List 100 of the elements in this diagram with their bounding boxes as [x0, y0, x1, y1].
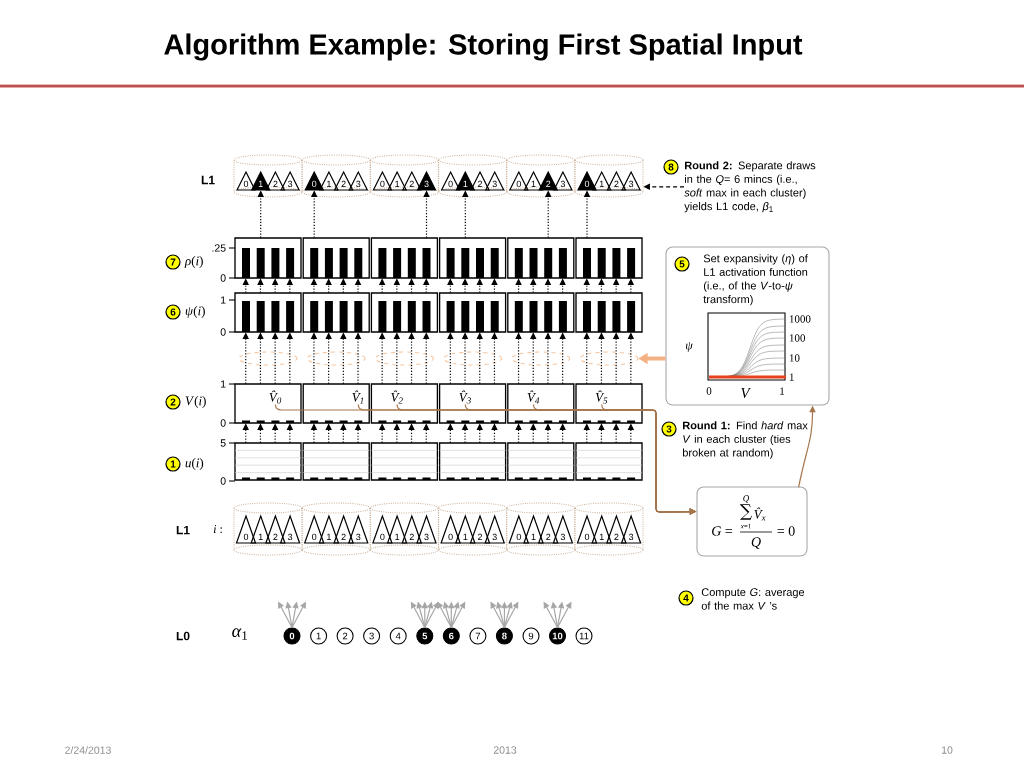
tick-label: 0 — [220, 419, 226, 427]
row-label: V(i) — [185, 396, 206, 408]
axis-label: V — [741, 388, 752, 399]
dashed-ellipse — [374, 351, 434, 366]
tick-label: 0 — [706, 387, 712, 395]
cylinder — [574, 154, 644, 198]
cylinder — [506, 502, 576, 556]
math-label: V̂$_{2}$ — [391, 390, 403, 404]
triangle: 0 — [577, 170, 597, 191]
cylinder — [506, 154, 576, 198]
bar-chart-panel — [302, 292, 370, 333]
math-label: V̂$_{4}$ — [527, 390, 540, 404]
callout-number: 2 — [165, 394, 181, 410]
math-label: V̂$_{3}$ — [459, 390, 471, 404]
curve-label: 100 — [789, 334, 805, 342]
tick-label: 0 — [220, 274, 226, 282]
triangle: 2 — [470, 170, 490, 191]
callout-text: Round 1: Find hard max V in each cluster (ties broken at random) — [683, 421, 808, 459]
bar-chart-panel — [234, 442, 302, 481]
callout-number: 5 — [674, 256, 690, 272]
bar-chart-panel — [438, 237, 507, 279]
bar-chart-panel — [370, 292, 439, 333]
bar-chart-panel — [507, 292, 575, 333]
bar-chart-panel — [575, 292, 643, 333]
triangle: 2 — [469, 514, 491, 544]
layer-label: L1 — [201, 175, 215, 185]
tick-label: 0 — [220, 328, 226, 336]
bar-chart-panel — [438, 383, 507, 424]
triangle: 0 — [440, 514, 461, 544]
curve-label: 10 — [789, 354, 800, 362]
tick-label: 1 — [221, 380, 226, 388]
triangle: 0 — [372, 514, 393, 544]
bar-chart-panel — [302, 237, 370, 279]
row-label: ρ(i) — [184, 256, 203, 268]
layer-label: L1 — [176, 525, 190, 535]
triangle: 3 — [416, 514, 437, 544]
dashed-ellipse — [579, 351, 639, 366]
bar-chart-panel — [234, 383, 302, 424]
cylinder — [369, 502, 439, 556]
callout-number: 6 — [165, 304, 181, 320]
math-label: V̂$_{5}$ — [595, 390, 608, 404]
footer-text: 2/24/2013 — [65, 746, 111, 754]
bar-chart-panel — [507, 383, 575, 424]
bar-chart-panel — [438, 292, 507, 333]
triangle: 3 — [416, 170, 437, 191]
tick-label: 0 — [220, 477, 226, 485]
cylinder — [369, 154, 439, 198]
callout-number: 7 — [165, 254, 181, 270]
layer-label: L0 — [176, 631, 190, 641]
cylinder — [301, 154, 371, 198]
curve-label: 1 — [789, 373, 794, 381]
bar-chart-panel — [575, 442, 643, 481]
tick-label: 5 — [220, 439, 226, 447]
callout-text: Compute G: average of the max V ’s — [701, 588, 805, 610]
math-label: α$_{1}$ — [232, 628, 247, 640]
bar-chart-panel — [507, 442, 575, 481]
bar-chart-panel — [507, 237, 575, 279]
triangle: 2 — [606, 514, 627, 544]
bar-chart-panel — [575, 383, 643, 424]
triangle: 2 — [265, 514, 286, 544]
bar-chart-panel — [370, 237, 439, 279]
dashed-ellipse — [306, 351, 366, 366]
tick-label: 1 — [780, 387, 785, 395]
bar-chart-panel — [575, 237, 643, 279]
math-label: V̂$_{1}$ — [352, 390, 364, 404]
footer-text: 2013 — [493, 746, 517, 754]
triangle: 2 — [333, 514, 354, 544]
callout-number: 1 — [165, 456, 181, 472]
row-label: u(i) — [185, 458, 204, 470]
triangle: 1 — [523, 514, 544, 544]
title: Algorithm Example: Storing First Spatial Input — [164, 33, 803, 61]
triangle: 0 — [576, 514, 598, 544]
triangle: 1 — [523, 170, 544, 191]
bar-chart-panel — [302, 442, 370, 481]
bar-chart-panel — [302, 383, 370, 424]
dashed-ellipse — [511, 351, 571, 366]
bar-chart-panel — [370, 383, 439, 424]
tick-label: 1 — [221, 296, 226, 304]
dashed-ellipse — [238, 351, 298, 366]
callout-number: 3 — [661, 421, 677, 437]
cylinder — [233, 502, 303, 556]
cylinder — [233, 154, 303, 198]
cylinder — [438, 154, 508, 198]
bar-chart-panel — [370, 442, 439, 481]
row-label: ψ(i) — [185, 306, 205, 318]
curve-label: 1000 — [789, 315, 811, 323]
index-label: i : — [213, 524, 222, 534]
dashed-ellipse — [443, 351, 503, 366]
triangle: 0 — [236, 170, 256, 191]
cylinder — [301, 502, 371, 556]
callout-number: 4 — [678, 590, 694, 606]
page-number: 10 — [941, 746, 953, 754]
bar-chart-panel — [234, 292, 302, 333]
axis-label: ψ — [686, 342, 693, 352]
triangle: 0 — [235, 514, 257, 544]
callout-text: Round 2: Separate draws in the Q= 6 mincs (i.e., soft max in each cluster) yields L1 code, β$_{1}$ — [684, 161, 816, 213]
cylinder — [438, 502, 508, 556]
bar-chart-panel — [438, 442, 507, 481]
callout-number: 8 — [663, 159, 679, 175]
cylinder — [574, 502, 644, 556]
